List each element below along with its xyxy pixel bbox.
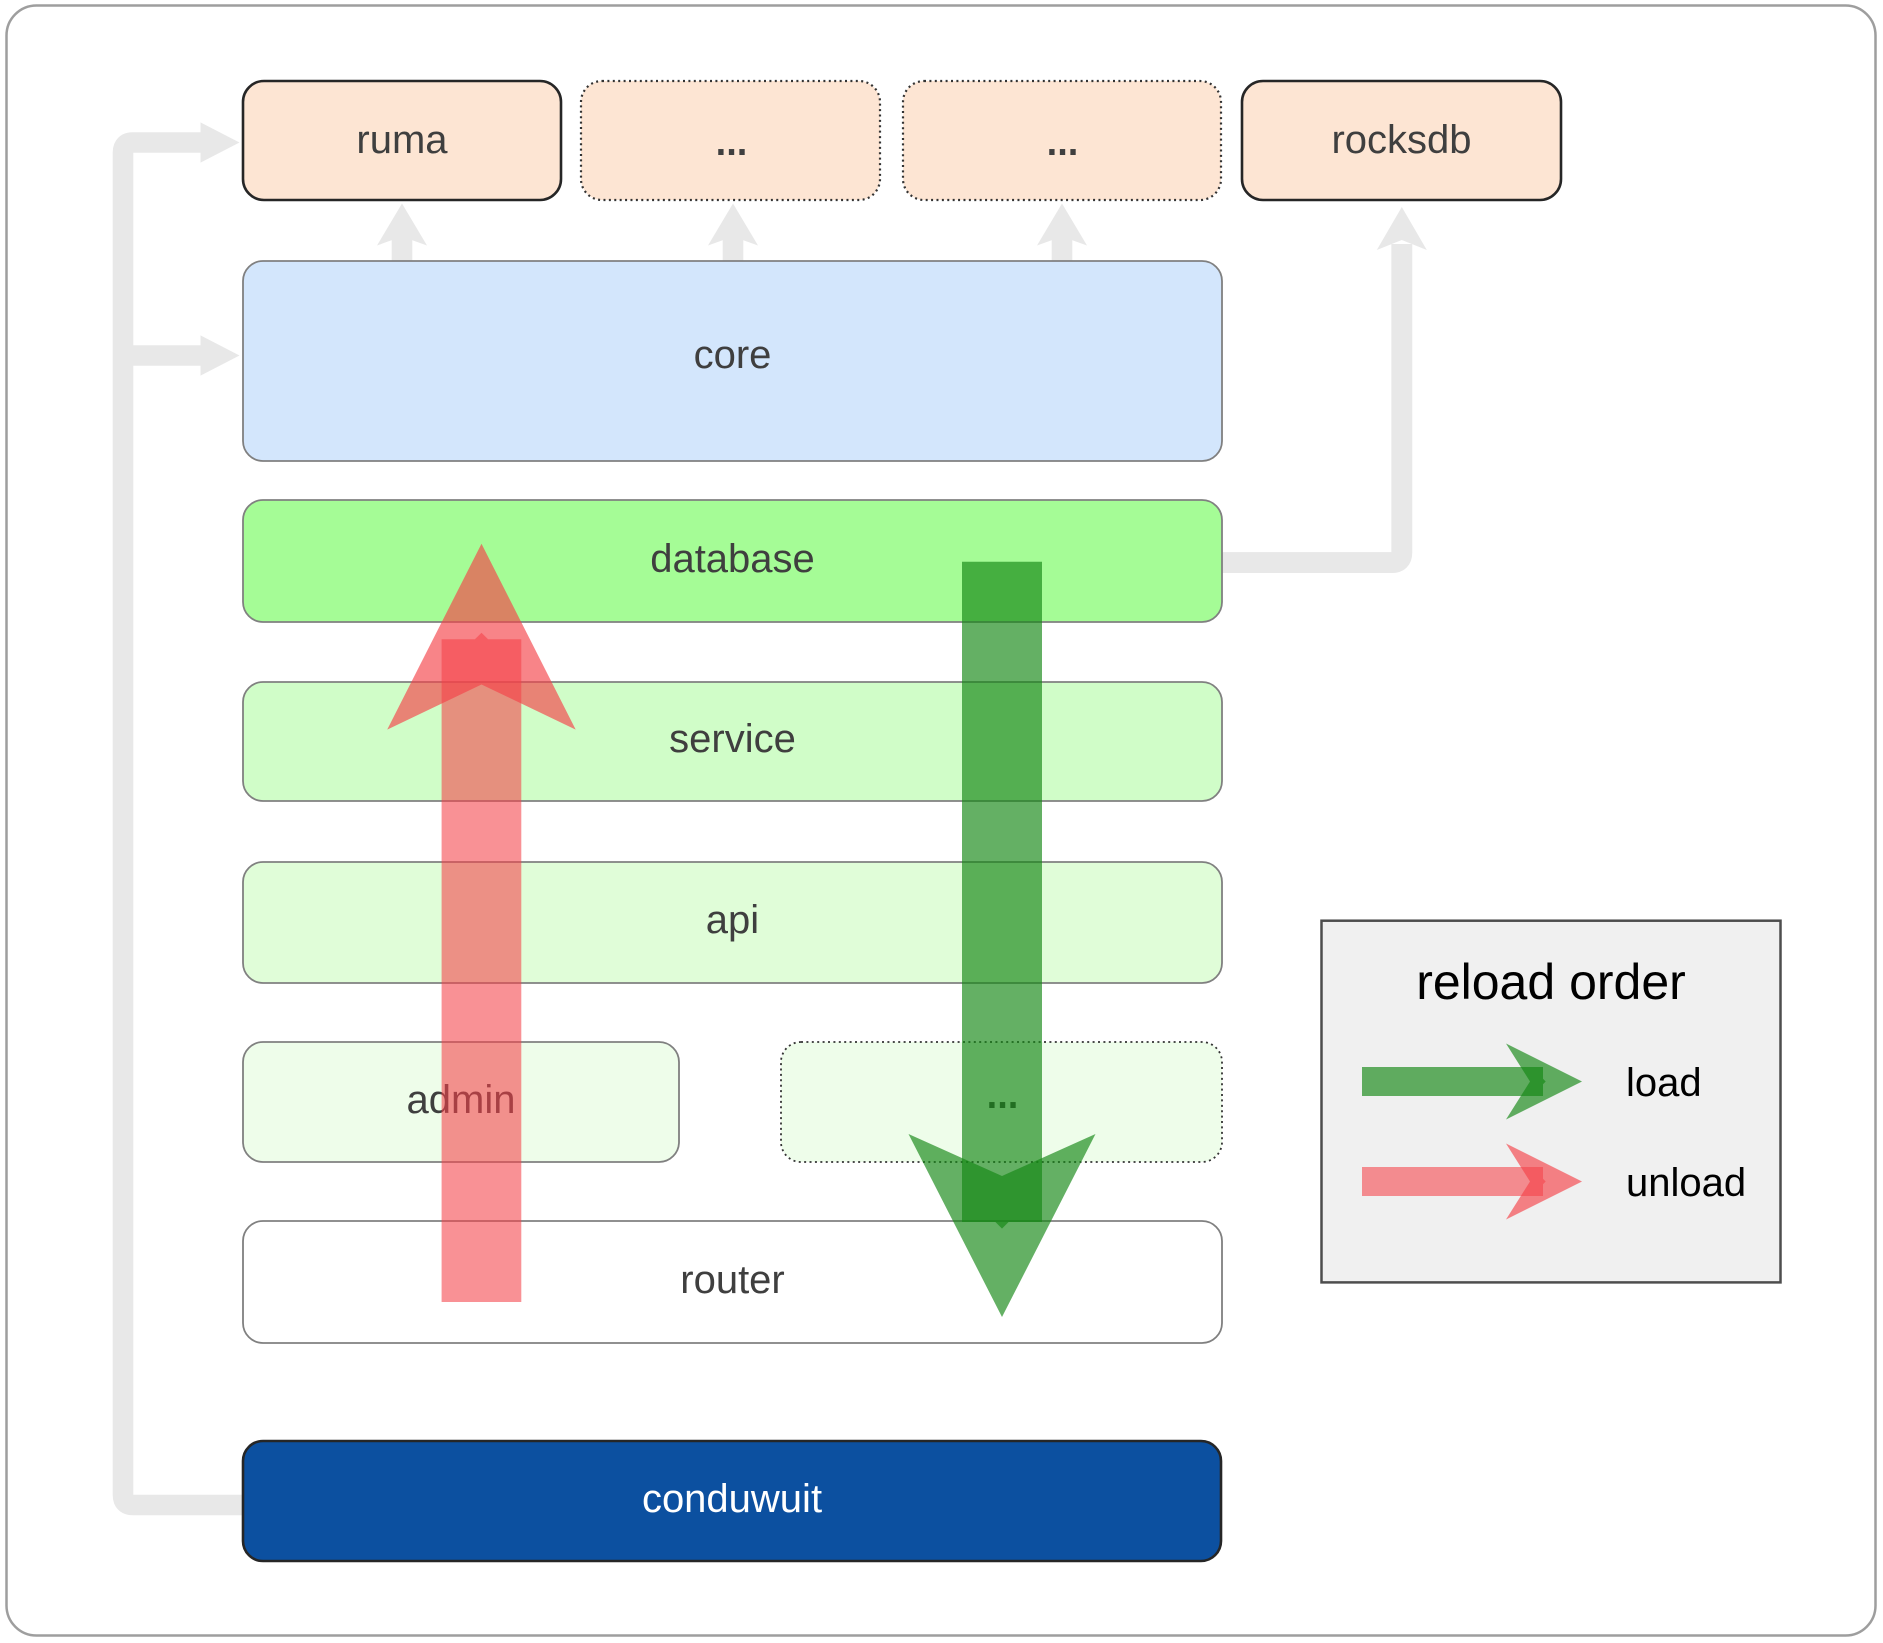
node-dep-dots-1: ... bbox=[579, 79, 882, 202]
node-core-box bbox=[242, 260, 1223, 462]
unload-arrow bbox=[387, 543, 576, 1302]
legend: reload order load unload bbox=[1320, 919, 1782, 1284]
node-rocksdb: rocksdb bbox=[1240, 79, 1563, 202]
arrowhead-core-to-dep-dots-1 bbox=[708, 203, 758, 246]
legend-title: reload order bbox=[1416, 954, 1686, 1010]
node-database: database bbox=[242, 499, 1223, 623]
arrowhead-core-to-ruma bbox=[377, 203, 427, 246]
node-database-label: database bbox=[650, 537, 815, 581]
legend-load-label: load bbox=[1626, 1061, 1702, 1105]
node-core: core bbox=[242, 260, 1223, 462]
legend-unload-arrow bbox=[1362, 1143, 1582, 1220]
node-dep-dots-2: ... bbox=[901, 79, 1223, 202]
node-dep-dots-1-box bbox=[579, 79, 882, 202]
node-conduwuit-label: conduwuit bbox=[642, 1477, 822, 1521]
node-core-label: core bbox=[694, 333, 772, 377]
connector-core-to-dep-dots-2-line bbox=[1051, 234, 1073, 262]
connector-core-to-dep-dots-1 bbox=[708, 203, 758, 262]
node-ruma-box bbox=[241, 79, 563, 202]
load-arrow-head bbox=[908, 1134, 1096, 1317]
gray-connectors bbox=[112, 122, 1427, 1516]
connector-core-to-dep-dots-1-line bbox=[722, 234, 744, 262]
node-ruma-label: ruma bbox=[356, 118, 448, 162]
connector-core-to-ruma-line bbox=[391, 234, 413, 262]
connector-database-to-rocksdb-line bbox=[1222, 244, 1413, 574]
connector-core-to-ruma bbox=[377, 203, 427, 262]
legend-load-arrow-head bbox=[1506, 1043, 1582, 1120]
legend-unload-label: unload bbox=[1626, 1161, 1746, 1205]
legend-load-arrow-body bbox=[1362, 1067, 1546, 1096]
node-api-label: api bbox=[706, 898, 759, 942]
load-arrow-body bbox=[962, 561, 1042, 1229]
legend-box bbox=[1320, 919, 1782, 1284]
node-router-label: router bbox=[680, 1258, 785, 1302]
node-rocksdb-label: rocksdb bbox=[1331, 118, 1471, 162]
node-api: api bbox=[242, 861, 1223, 984]
legend-load-arrow bbox=[1362, 1043, 1582, 1120]
node-conduwuit-box bbox=[241, 1439, 1223, 1563]
connector-core-to-dep-dots-2 bbox=[1037, 203, 1087, 262]
node-service-label: service bbox=[669, 717, 796, 761]
node-dep-dots-2-box bbox=[901, 79, 1223, 202]
arrowhead-into-ruma bbox=[200, 122, 240, 163]
unload-arrow-body bbox=[441, 632, 522, 1302]
arrowhead-into-core bbox=[200, 335, 240, 376]
diagram-frame bbox=[5, 4, 1877, 1637]
node-rocksdb-box bbox=[1240, 79, 1563, 202]
node-dep-dots-2-label: ... bbox=[1044, 104, 1076, 167]
unload-arrow-head bbox=[387, 543, 576, 730]
node-conduwuit: conduwuit bbox=[241, 1439, 1223, 1563]
node-router: router bbox=[242, 1220, 1223, 1344]
legend-unload-arrow-body bbox=[1362, 1167, 1546, 1196]
node-ruma: ruma bbox=[241, 79, 563, 202]
node-service: service bbox=[242, 681, 1223, 802]
legend-unload-arrow-head bbox=[1506, 1143, 1582, 1220]
arrowhead-core-to-dep-dots-2 bbox=[1037, 203, 1087, 246]
node-dep-dots-1-label: ... bbox=[713, 104, 745, 167]
load-arrow bbox=[908, 561, 1096, 1317]
connector-conduwuit-to-ruma-line bbox=[112, 132, 242, 1516]
arrowhead-into-rocksdb bbox=[1376, 207, 1427, 250]
